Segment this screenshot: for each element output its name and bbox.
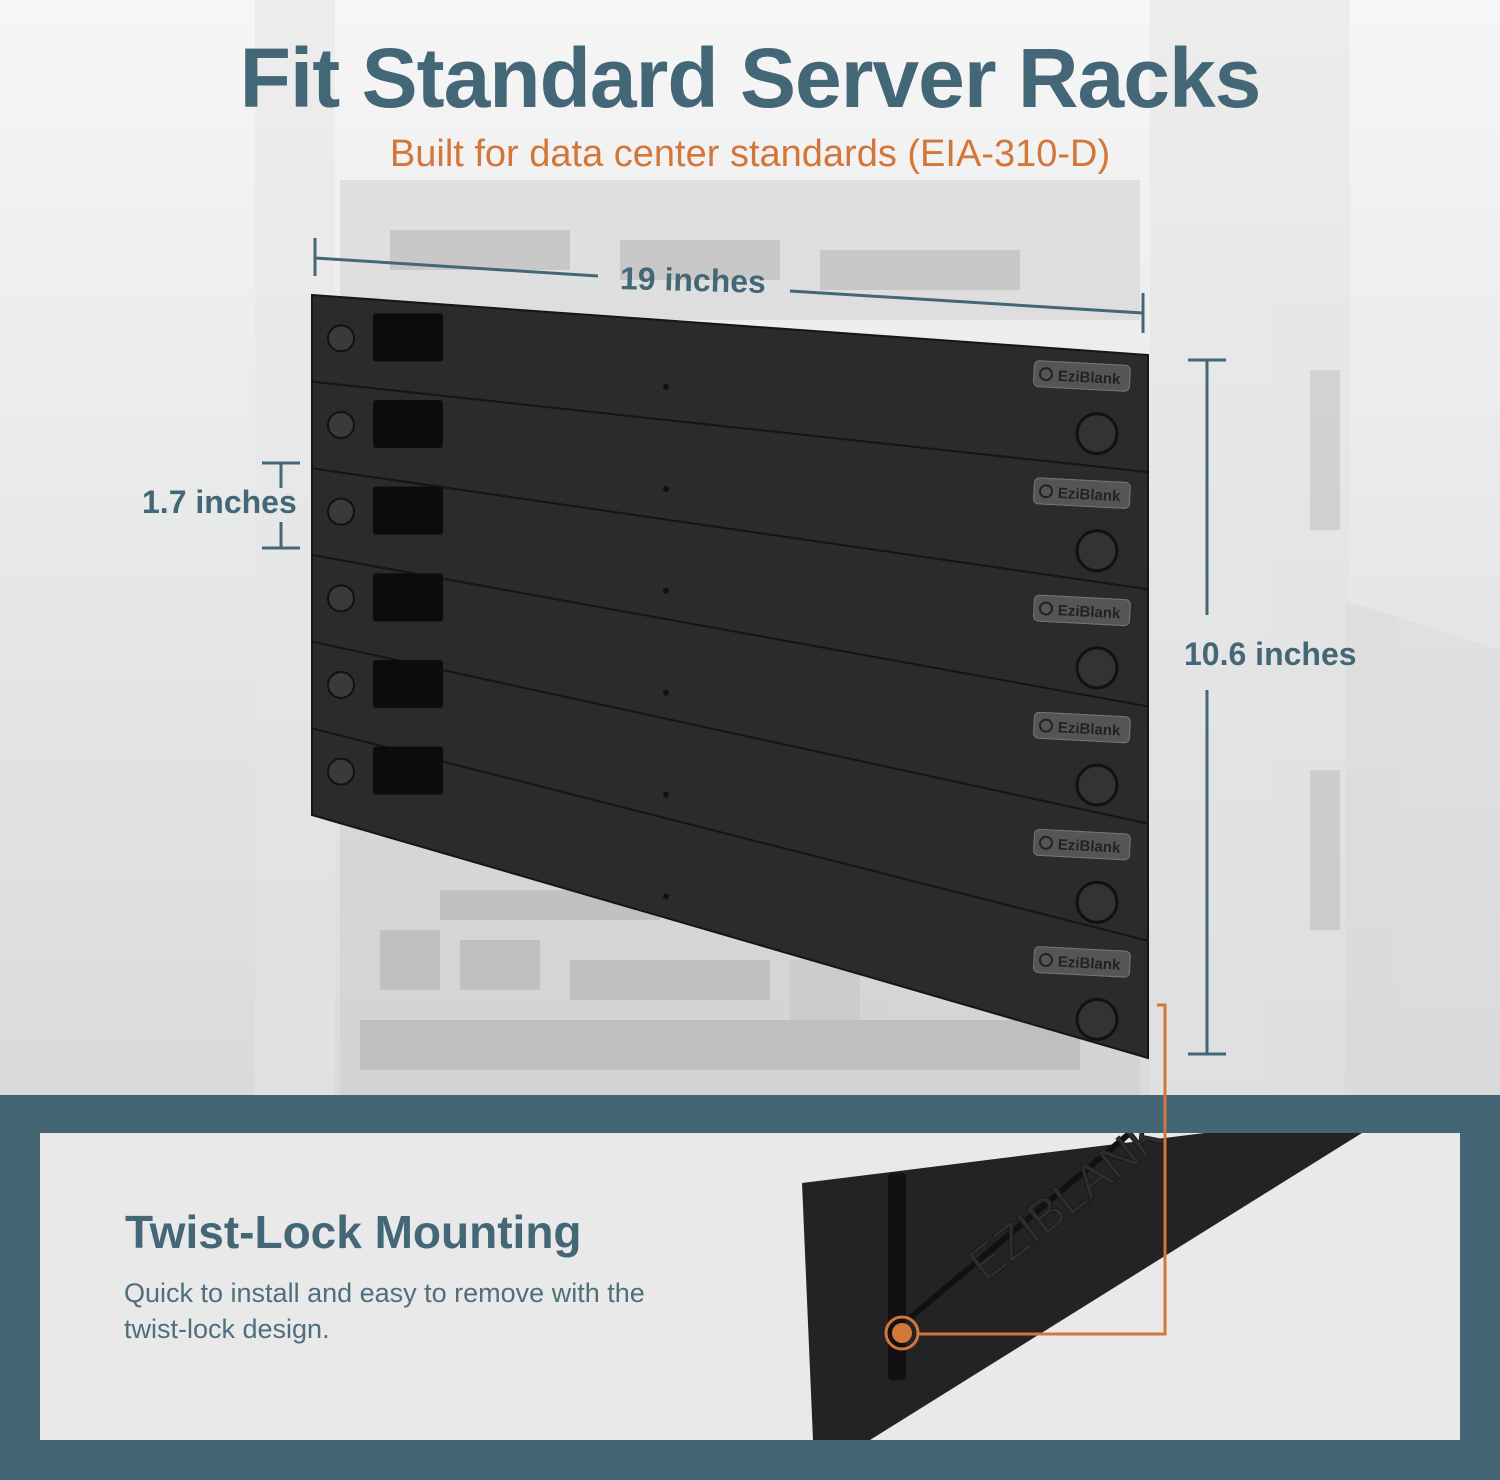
panel-window bbox=[373, 400, 443, 448]
panel-window bbox=[373, 660, 443, 708]
twist-lock-icon bbox=[327, 497, 355, 526]
svg-text:EziBlank: EziBlank bbox=[1057, 719, 1121, 739]
eziblank-logo: EziBlank bbox=[1033, 594, 1131, 627]
panel-screw-hole bbox=[663, 893, 669, 900]
feature-card: Twist-Lock Mounting Quick to install and… bbox=[40, 1133, 1460, 1440]
panel-screw-hole bbox=[663, 383, 669, 390]
feature-description: Quick to install and easy to remove with… bbox=[124, 1278, 645, 1344]
twist-lock-icon bbox=[1075, 997, 1119, 1041]
panel-screw-hole bbox=[663, 791, 669, 798]
twist-lock-icon bbox=[327, 671, 355, 699]
eziblank-logo: EziBlank bbox=[1033, 828, 1131, 861]
svg-text:EziBlank: EziBlank bbox=[1057, 836, 1121, 856]
twist-lock-icon bbox=[327, 324, 355, 353]
dimension-lines bbox=[262, 238, 1226, 1056]
feature-title: Twist-Lock Mounting bbox=[125, 1206, 582, 1258]
twist-lock-icon bbox=[327, 411, 355, 439]
eziblank-logo: EziBlank bbox=[1033, 711, 1131, 744]
eziblank-logo: EziBlank bbox=[1033, 360, 1131, 392]
twist-lock-icon bbox=[1075, 880, 1119, 924]
panel-window bbox=[373, 313, 443, 362]
panel-screw-hole bbox=[663, 689, 669, 696]
svg-text:EziBlank: EziBlank bbox=[1057, 485, 1121, 505]
twist-lock-icon bbox=[1075, 529, 1119, 573]
twist-lock-handle bbox=[888, 1173, 906, 1380]
unit-height-dimension-label: 1.7 inches bbox=[142, 484, 297, 520]
panel-screw-hole bbox=[663, 485, 669, 492]
twist-lock-closeup: EZIBLANK bbox=[802, 1133, 1362, 1440]
svg-text:EziBlank: EziBlank bbox=[1057, 368, 1121, 388]
width-dimension-label: 19 inches bbox=[619, 260, 767, 300]
panel-window bbox=[373, 486, 443, 535]
twist-lock-icon bbox=[1075, 646, 1119, 690]
svg-text:EziBlank: EziBlank bbox=[1057, 602, 1121, 622]
svg-text:EziBlank: EziBlank bbox=[1057, 954, 1121, 974]
blanking-panel: EziBlank bbox=[311, 380, 1149, 591]
twist-lock-icon bbox=[1075, 412, 1119, 456]
blanking-panel: EziBlank bbox=[311, 727, 1149, 1060]
twist-lock-icon bbox=[327, 757, 355, 786]
page-subtitle: Built for data center standards (EIA-310… bbox=[389, 133, 1111, 175]
eziblank-logo: EziBlank bbox=[1033, 946, 1131, 978]
twist-lock-icon bbox=[327, 584, 355, 613]
total-height-dimension-label: 10.6 inches bbox=[1184, 636, 1357, 672]
blanking-panel-stack: EziBlankEziBlankEziBlankEziBlankEziBlank… bbox=[311, 293, 1149, 1060]
page-title: Fit Standard Server Racks bbox=[239, 31, 1262, 125]
twist-lock-icon bbox=[1075, 763, 1119, 807]
panel-window bbox=[373, 573, 443, 622]
panel-screw-hole bbox=[663, 587, 669, 594]
panel-window bbox=[373, 746, 443, 795]
eziblank-logo: EziBlank bbox=[1033, 477, 1131, 509]
